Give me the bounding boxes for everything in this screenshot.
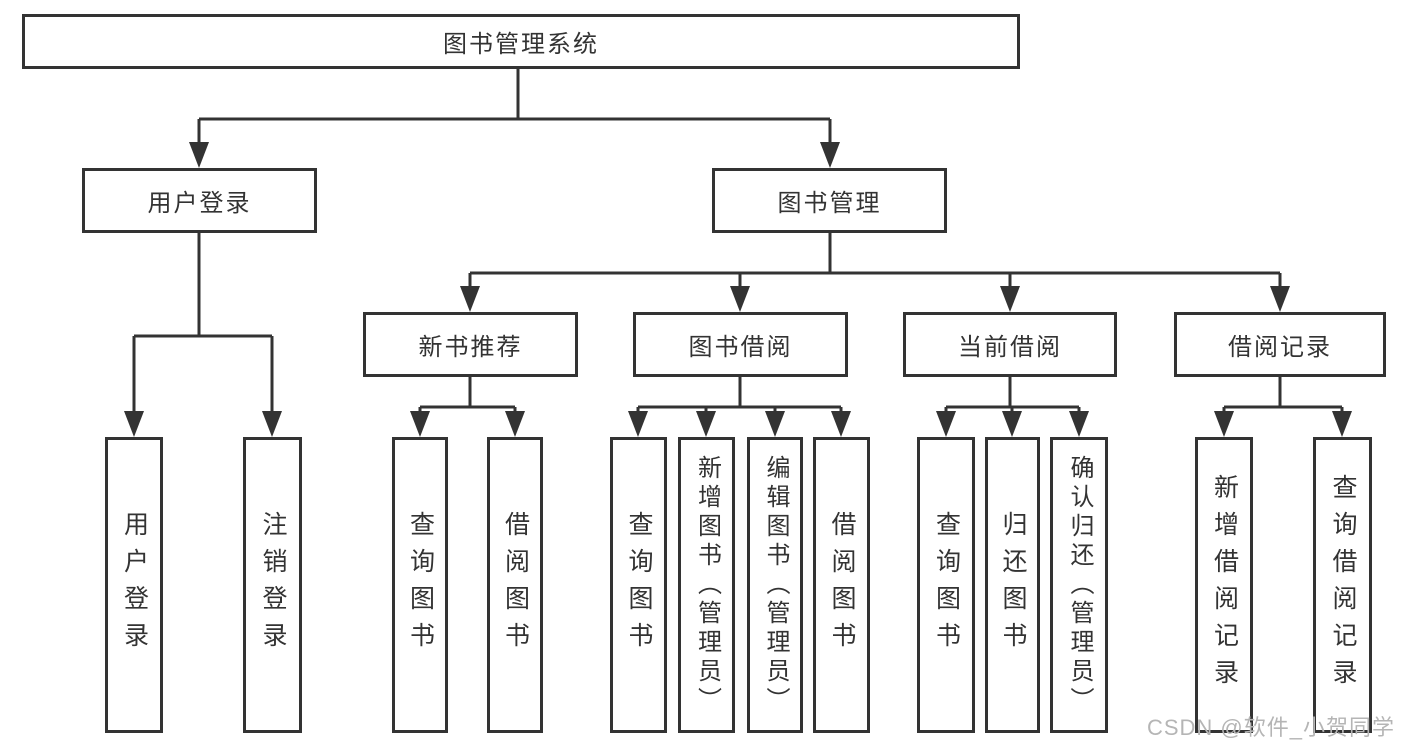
arrowhead (1002, 411, 1022, 437)
leaf-add-borrow-record: 新增借阅记录 (1195, 437, 1253, 733)
leaf-query-books-borrow: 查询图书 (610, 437, 667, 733)
arrowhead (124, 411, 144, 437)
csdn-watermark: CSDN @软件_小贺同学 (1146, 715, 1395, 740)
arrowhead (936, 411, 956, 437)
arrowhead (831, 411, 851, 437)
leaf-borrow-books: 借阅图书 (813, 437, 870, 733)
leaf-user-login: 用户登录 (105, 437, 163, 733)
arrowhead (765, 411, 785, 437)
leaf-query-borrow-record: 查询借阅记录 (1313, 437, 1372, 733)
leaf-add-book-admin: 新增图书（管理员） (678, 437, 735, 733)
arrowhead (730, 286, 750, 312)
arrowhead (262, 411, 282, 437)
leaf-return-books: 归还图书 (985, 437, 1040, 733)
arrowhead (1069, 411, 1089, 437)
arrowhead (1214, 411, 1234, 437)
connector-user-login (132, 233, 274, 411)
connector-book-management (468, 233, 1282, 286)
leaf-label: 查询借阅记录 (1329, 474, 1357, 696)
leaf-label: 新增图书（管理员） (693, 454, 721, 716)
leaf-label: 注销登录 (259, 511, 287, 659)
leaf-label: 编辑图书（管理员） (762, 454, 789, 716)
connector-new-book (418, 377, 517, 411)
arrowhead (410, 411, 430, 437)
node-user-login: 用户登录 (82, 168, 317, 233)
leaf-label: 借阅图书 (501, 511, 530, 659)
arrowhead (1270, 286, 1290, 312)
arrowhead (460, 286, 480, 312)
node-root-system: 图书管理系统 (22, 14, 1020, 69)
arrowhead (505, 411, 525, 437)
node-book-borrow: 图书借阅 (633, 312, 848, 377)
leaf-confirm-return-admin: 确认归还（管理员） (1050, 437, 1108, 733)
arrowhead (820, 142, 840, 168)
leaf-edit-book-admin: 编辑图书（管理员） (747, 437, 803, 733)
leaf-label: 归还图书 (999, 511, 1027, 659)
connector-borrow-records (1222, 377, 1344, 411)
connector-root (197, 69, 832, 142)
connector-current-borrow (944, 377, 1081, 411)
connector-book-borrow (636, 377, 843, 411)
node-current-borrow: 当前借阅 (903, 312, 1117, 377)
arrowhead (628, 411, 648, 437)
arrowhead (1000, 286, 1020, 312)
leaf-label: 查询图书 (932, 511, 961, 659)
node-book-management: 图书管理 (712, 168, 947, 233)
leaf-label: 查询图书 (406, 511, 435, 659)
arrowhead (696, 411, 716, 437)
leaf-query-books-current: 查询图书 (917, 437, 975, 733)
node-new-book-recommend: 新书推荐 (363, 312, 578, 377)
leaf-query-books-recommend: 查询图书 (392, 437, 448, 733)
leaf-label: 确认归还（管理员） (1066, 454, 1093, 716)
node-borrow-records: 借阅记录 (1174, 312, 1386, 377)
leaf-label: 新增借阅记录 (1210, 474, 1239, 696)
leaf-borrow-books-recommend: 借阅图书 (487, 437, 543, 733)
leaf-label: 用户登录 (120, 511, 149, 659)
arrowhead (1332, 411, 1352, 437)
arrowhead (189, 142, 209, 168)
leaf-logout: 注销登录 (243, 437, 302, 733)
leaf-label: 查询图书 (625, 511, 653, 659)
leaf-label: 借阅图书 (828, 511, 856, 659)
